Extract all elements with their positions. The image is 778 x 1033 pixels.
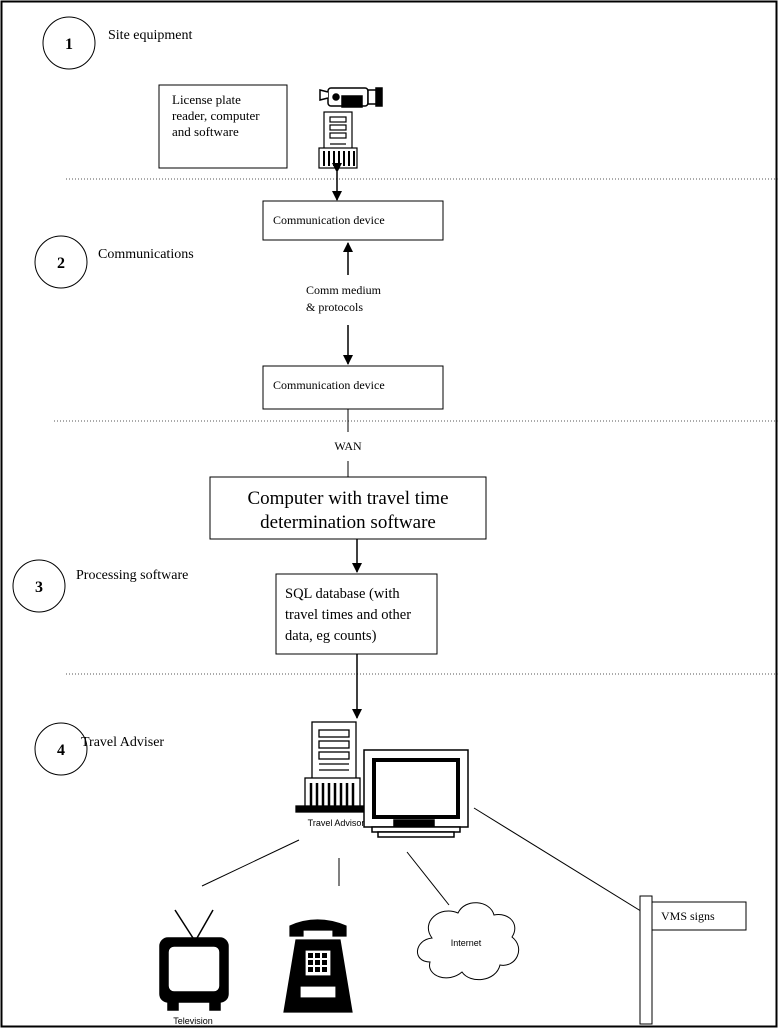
video-camera-icon (319, 87, 383, 108)
comm-device-top-border (262, 200, 444, 241)
lpr-box: License plate reader, computer and softw… (158, 84, 288, 169)
processing-computer-line-2: determination software (260, 512, 436, 533)
stage-3-number: 3 (35, 579, 43, 596)
section-dividers (54, 178, 778, 675)
sql-line-3: data, eg counts) (285, 628, 377, 644)
stage-3-label: Processing software (76, 568, 188, 583)
stage-1-label: Site equipment (108, 28, 192, 43)
television-label: Television (173, 1016, 213, 1026)
lpr-line-2: reader, computer (172, 108, 260, 123)
stage-1-number: 1 (65, 36, 73, 53)
lpr-box-border (158, 84, 288, 169)
comm-device-bottom-label: Communication device (273, 378, 385, 392)
travel-advisor-label: Travel Advisor (308, 818, 365, 828)
stage-4: 4 Travel Adviser (34, 722, 164, 776)
telephone-icon (283, 919, 353, 1013)
internet-cloud-icon (417, 902, 520, 981)
stage-2-label: Communications (98, 247, 194, 262)
stage-4-label: Travel Adviser (81, 735, 164, 750)
sql-line-2: travel times and other (285, 607, 411, 623)
wan-label: WAN (334, 439, 362, 453)
processing-computer-line-1: Computer with travel time (247, 488, 448, 509)
comm-medium-line-1: Comm medium (306, 283, 382, 297)
comm-device-bottom: Communication device (262, 365, 444, 410)
sql-database-box: SQL database (with travel times and othe… (275, 573, 438, 655)
stage-4-circle (34, 722, 88, 776)
processing-computer-border (209, 476, 487, 540)
stage-1-circle (42, 16, 96, 70)
lpr-line-3: and software (172, 124, 239, 139)
link-vms (473, 807, 645, 914)
output-connections (201, 807, 645, 914)
stage-2-circle (34, 235, 88, 289)
comm-medium-line-2: & protocols (306, 300, 363, 314)
workstation-tower-icon (295, 721, 371, 813)
vms-label: VMS signs (661, 909, 715, 923)
stage-3: 3 Processing software (12, 559, 188, 613)
link-television (201, 839, 300, 887)
sql-database-border (275, 573, 438, 655)
stage-2: 2 Communications (34, 235, 194, 289)
internet-label: Internet (451, 938, 482, 948)
comm-device-top-label: Communication device (273, 213, 385, 227)
processing-computer-box: Computer with travel time determination … (209, 476, 487, 540)
monitor-icon (363, 749, 469, 838)
vms-sign-icon (639, 895, 747, 1025)
sql-line-1: SQL database (with (285, 586, 400, 602)
link-internet (406, 851, 450, 906)
comm-device-top: Communication device (262, 200, 444, 241)
stage-2-number: 2 (57, 255, 65, 272)
television-icon (159, 909, 229, 1011)
stage-1: 1 Site equipment (42, 16, 192, 70)
stage-4-number: 4 (57, 742, 65, 759)
comm-device-bottom-border (262, 365, 444, 410)
site-computer-icon (318, 111, 358, 169)
lpr-line-1: License plate (172, 92, 241, 107)
stage-3-circle (12, 559, 66, 613)
